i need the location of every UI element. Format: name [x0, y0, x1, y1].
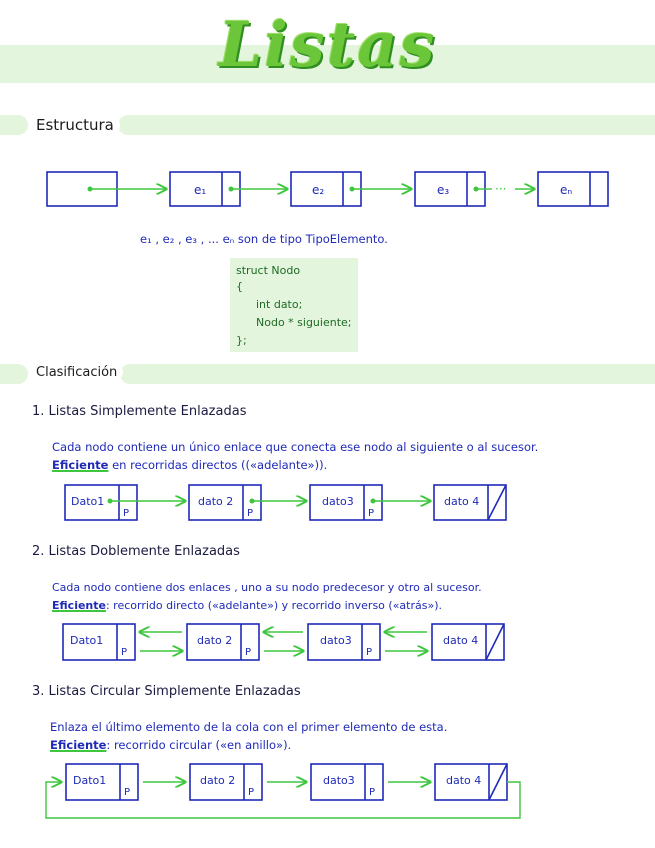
code-line-2: { — [236, 280, 243, 293]
doble-node-3-label: dato3 — [320, 634, 352, 647]
section-band-left-2 — [0, 364, 28, 384]
doble-node-1: Dato1 P — [62, 623, 136, 661]
heading-circular: 3. Listas Circular Simplemente Enlazadas — [32, 684, 301, 699]
circular-node-1: Dato1 P — [65, 763, 139, 801]
pointer-label: P — [368, 508, 374, 519]
pointer-label: P — [121, 647, 127, 658]
doble-eff-text: : recorrido directo («adelante») y recor… — [105, 599, 442, 612]
simple-node-4-label: dato 4 — [444, 495, 479, 508]
doble-desc: Cada nodo contiene dos enlaces , uno a s… — [52, 581, 482, 594]
node-e1-label: e₁ — [194, 183, 206, 197]
simple-efficiency: Eficiente en recorridas directos ((«adel… — [52, 458, 327, 472]
ellipsis: ··· — [495, 182, 506, 196]
section-band-left — [0, 115, 28, 135]
simple-eff-label: Eficiente — [52, 458, 109, 472]
heading-doble: 2. Listas Doblemente Enlazadas — [32, 544, 240, 559]
doble-node-4-label: dato 4 — [443, 634, 478, 647]
simple-desc: Cada nodo contiene un único enlace que c… — [52, 440, 539, 454]
simple-node-1: Dato1 P — [64, 484, 138, 521]
code-line-1: struct Nodo — [236, 264, 301, 277]
pointer-label: P — [245, 647, 251, 658]
null-slash — [485, 623, 505, 661]
simple-diagram: Dato1 P dato 2 P dato3 P dato 4 — [64, 484, 507, 521]
doble-node-4: dato 4 — [431, 623, 505, 661]
circular-node-2: dato 2 P — [189, 763, 263, 801]
node-en — [537, 171, 609, 207]
null-slash — [488, 763, 508, 801]
doble-efficiency: Eficiente: recorrido directo («adelante»… — [52, 599, 442, 612]
circular-return-arrow — [45, 782, 521, 819]
doble-diagram: Dato1 P dato 2 P dato3 P dato 4 — [62, 623, 505, 661]
pointer-label: P — [247, 508, 253, 519]
section-title-estructura: Estructura — [30, 116, 120, 134]
page-title: Listas — [218, 8, 437, 81]
pointer-label: P — [124, 787, 130, 798]
section-band-right-2 — [120, 364, 655, 384]
doble-node-2: dato 2 P — [186, 623, 260, 661]
simple-node-3-label: dato3 — [322, 495, 354, 508]
section-band-right — [118, 115, 655, 135]
code-block: struct Nodo { int dato; Nodo * siguiente… — [230, 258, 358, 352]
estructura-diagram: e₁ e₂ e₃ ··· eₙ — [46, 171, 609, 207]
doble-node-2-label: dato 2 — [197, 634, 232, 647]
node-en-label: eₙ — [560, 183, 572, 197]
pointer-label: P — [366, 647, 372, 658]
title-band — [0, 45, 655, 83]
circular-node-3: dato3 P — [310, 763, 384, 801]
doble-node-1-label: Dato1 — [70, 634, 103, 647]
doble-node-3: dato3 P — [307, 623, 381, 661]
circular-node-4: dato 4 — [434, 763, 508, 801]
simple-node-2: dato 2 P — [188, 484, 262, 521]
circular-node-1-label: Dato1 — [73, 774, 106, 787]
circular-node-2-label: dato 2 — [200, 774, 235, 787]
node-e3-label: e₃ — [437, 183, 449, 197]
simple-node-3: dato3 P — [309, 484, 383, 521]
simple-node-2-label: dato 2 — [198, 495, 233, 508]
circular-efficiency: Eficiente: recorrido circular («en anill… — [50, 738, 291, 752]
circular-desc: Enlaza el último elemento de la cola con… — [50, 720, 448, 734]
simple-eff-text: en recorridas directos ((«adelante»)). — [108, 458, 328, 472]
pointer-label: P — [123, 508, 129, 519]
circular-node-3-label: dato3 — [323, 774, 355, 787]
circular-eff-text: : recorrido circular («en anillo»). — [106, 738, 292, 752]
code-line-4: Nodo * siguiente; — [256, 316, 352, 329]
null-slash — [487, 484, 507, 521]
section-title-clasificacion: Clasificación — [30, 365, 124, 380]
code-line-5: }; — [236, 334, 247, 347]
simple-node-4: dato 4 — [433, 484, 507, 521]
simple-node-1-label: Dato1 — [71, 495, 104, 508]
node-e2-label: e₂ — [312, 183, 324, 197]
circular-eff-label: Eficiente — [50, 738, 107, 752]
doble-eff-label: Eficiente — [52, 599, 106, 612]
circular-diagram: Dato1 P dato 2 P dato3 P dato 4 — [45, 763, 521, 819]
pointer-label: P — [248, 787, 254, 798]
heading-simple: 1. Listas Simplemente Enlazadas — [32, 404, 247, 419]
circular-node-4-label: dato 4 — [446, 774, 481, 787]
estructura-caption: e₁ , e₂ , e₃ , ... eₙ son de tipo TipoEl… — [140, 232, 388, 246]
pointer-label: P — [369, 787, 375, 798]
code-line-3: int dato; — [256, 298, 303, 311]
